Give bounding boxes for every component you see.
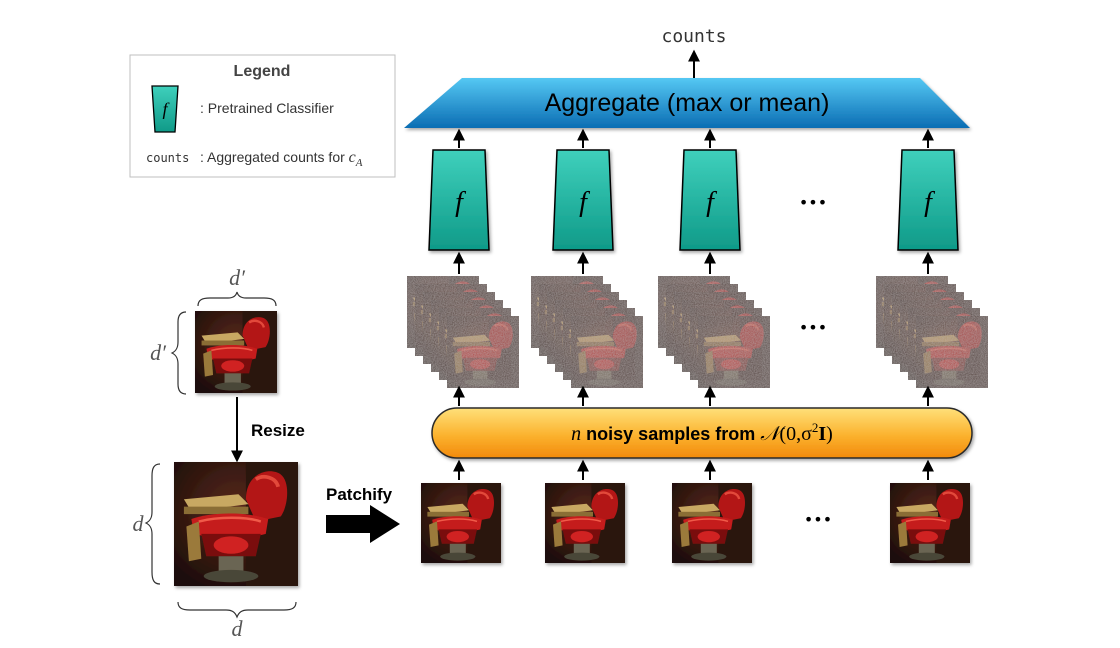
classifier-symbol-1: f (455, 187, 466, 218)
small-height-label: d′ (150, 340, 167, 365)
classifier-symbol-2: f (579, 187, 590, 218)
aggregate-block (404, 78, 970, 128)
classifier-3 (679, 149, 741, 251)
classifier-4 (897, 149, 959, 251)
patchify-arrow (326, 505, 400, 543)
small-width-brace (197, 291, 277, 307)
noisy-sample-stack-3 (658, 276, 770, 388)
noisy-sample-stack-2 (531, 276, 643, 388)
noisy-sample-stack-1 (407, 276, 519, 388)
classifier-2 (552, 149, 614, 251)
ellipsis-classifiers: ••• (799, 193, 827, 212)
classifier-symbol-4: f (924, 187, 935, 218)
aggregate-label: Aggregate (max or mean) (545, 89, 830, 117)
classifier-1 (428, 149, 490, 251)
small-height-brace (170, 311, 187, 395)
small-image (195, 311, 277, 393)
noise-dist-mat: I (818, 423, 826, 445)
small-width-label: d′ (229, 265, 246, 290)
output-label: counts (661, 26, 726, 47)
legend-counts-key: counts (146, 151, 189, 165)
legend-classifier-desc: : Pretrained Classifier (200, 100, 334, 116)
legend-counts-desc: : Aggregated counts for cA (200, 149, 363, 169)
patchify-label: Patchify (326, 485, 393, 504)
patch-1 (421, 482, 501, 564)
noise-text: noisy samples from (581, 424, 760, 444)
ellipsis-noisy-samples: ••• (799, 318, 827, 337)
noise-label: n noisy samples from 𝒩(0,σ2I) (571, 420, 833, 445)
noise-dist-args: (0,σ (779, 423, 812, 445)
legend-counts-var: c (349, 149, 356, 166)
noise-prefix: n (571, 423, 581, 445)
large-height-label: d (133, 511, 145, 536)
legend-counts-sub: A (355, 157, 363, 169)
resize-label: Resize (251, 421, 305, 440)
patch-4 (890, 482, 970, 564)
legend-classifier-symbol: f (162, 99, 170, 119)
legend-classifier-icon: f (151, 85, 179, 133)
noise-bar (431, 407, 973, 459)
noisy-sample-stack-4 (876, 276, 988, 388)
patch-3 (672, 482, 752, 564)
large-width-label: d (232, 616, 244, 641)
large-image (174, 462, 298, 586)
large-height-brace (144, 463, 161, 585)
classifier-symbol-3: f (706, 187, 717, 218)
noise-dist-pow: 2 (812, 420, 819, 435)
legend: Legend f : Pretrained Classifier counts … (129, 54, 396, 178)
large-width-brace (177, 601, 297, 619)
patch-2 (545, 482, 625, 564)
ellipsis-patches: ••• (804, 510, 832, 529)
legend-title: Legend (234, 63, 291, 80)
noise-dist-close: ) (826, 423, 833, 445)
